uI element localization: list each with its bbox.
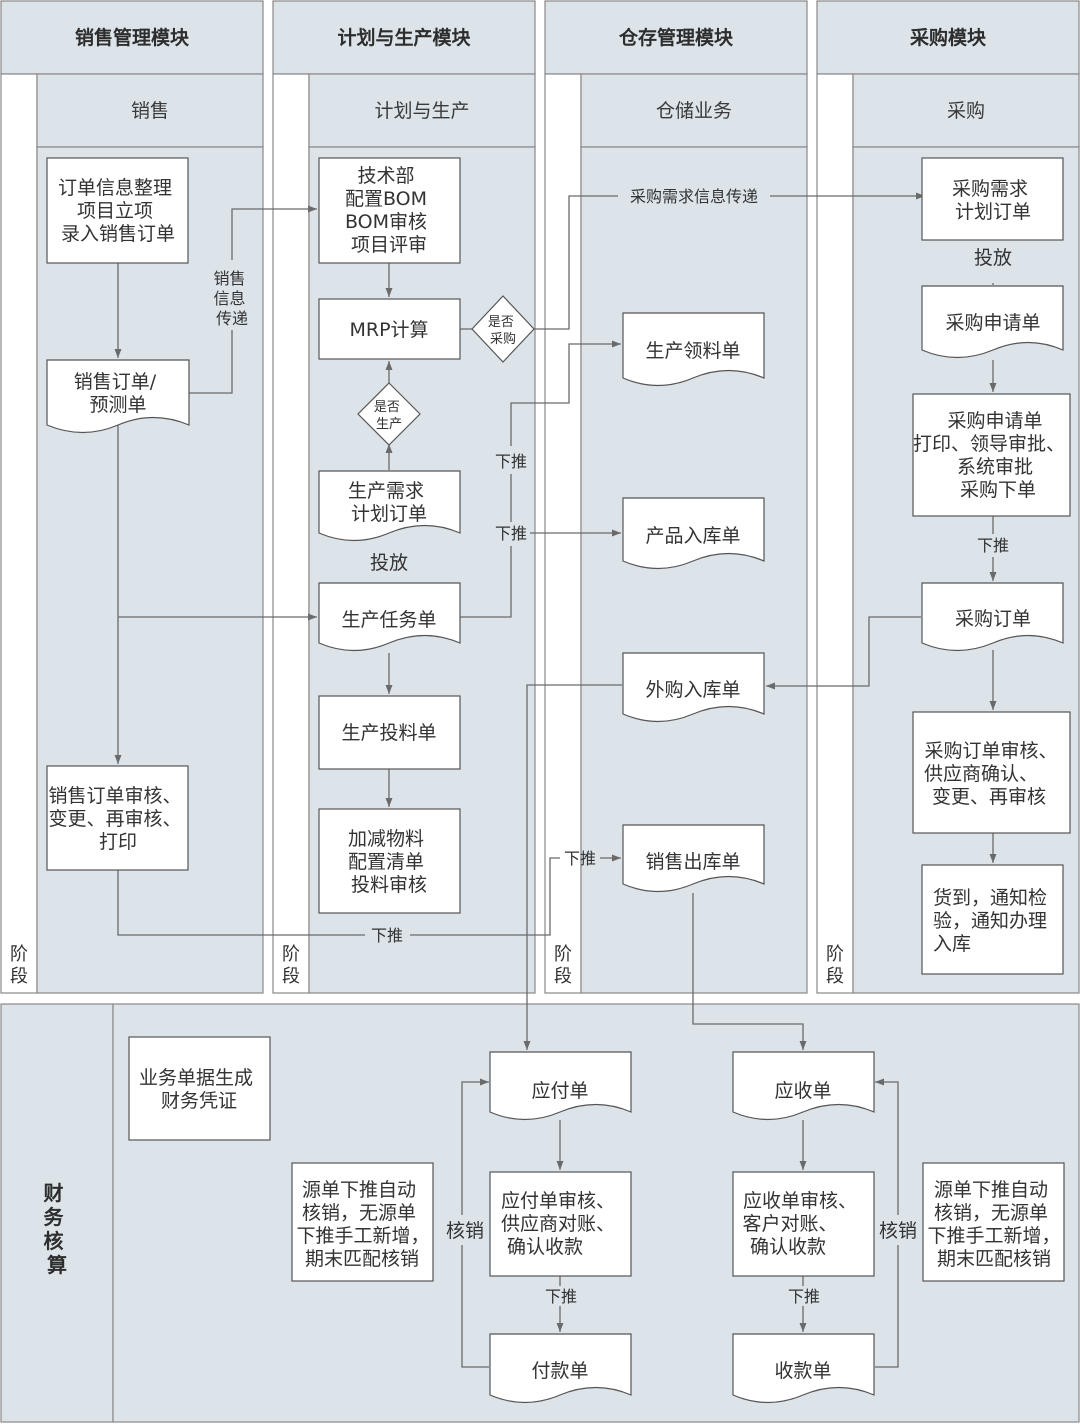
warehouse-module-header: 仓存管理模块 bbox=[618, 26, 734, 49]
svg-text:订单信息整理 项目立项 录入销售订单: 订单信息整理 项目立项 录入销售订单 bbox=[58, 177, 178, 245]
svg-text:生产任务单: 生产任务单 bbox=[341, 609, 436, 631]
node-purchase-demand: 采购需求 计划订单 bbox=[921, 157, 1064, 241]
svg-text:货到，通知检 验，通知办理 入库: 货到，通知检 验，通知办理 入库 bbox=[933, 887, 1053, 955]
release-prod-label: 投放 bbox=[370, 552, 408, 574]
node-payable: 应付单 bbox=[489, 1051, 632, 1121]
svg-text:生产需求 计划订单: 生产需求 计划订单 bbox=[348, 480, 430, 525]
svg-text:付款单: 付款单 bbox=[531, 1360, 588, 1382]
node-prod-task: 生产任务单 bbox=[318, 582, 461, 652]
node-is-produce: 是否 生产 bbox=[357, 382, 421, 446]
label-sales-info-transfer: 销售 信息 传递 bbox=[213, 269, 250, 328]
node-goods-arrival: 货到，通知检 验，通知办理 入库 bbox=[921, 864, 1064, 975]
svg-text:源单下推自动 核销，无源单 下推手工: 源单下推自动 核销，无源单 下推手工新增， 期末匹配核销 bbox=[296, 1179, 435, 1270]
label-purchase-demand-transfer: 采购需求信息传递 bbox=[630, 187, 758, 206]
svg-text:应收单审核、 客户对账、 确认收款: 应收单审核、 客户对账、 确认收款 bbox=[742, 1190, 863, 1258]
node-pur-order: 采购订单 bbox=[921, 582, 1064, 652]
node-order-info: 订单信息整理 项目立项 录入销售订单 bbox=[46, 157, 189, 264]
label-writeoff-receivable: 核销 bbox=[879, 1220, 917, 1242]
sales-sub-header: 销售 bbox=[131, 100, 169, 122]
node-material-adj: 加减物料 配置清单 投料审核 bbox=[318, 808, 461, 914]
svg-text:采购申请单: 采购申请单 bbox=[945, 312, 1040, 334]
svg-text:加减物料 配置清单 投料审核: 加减物料 配置清单 投料审核 bbox=[348, 828, 430, 896]
node-prod-demand: 生产需求 计划订单 bbox=[318, 470, 461, 542]
production-sub-header: 计划与生产 bbox=[374, 100, 469, 122]
label-push-receipt: 下推 bbox=[788, 1287, 820, 1306]
node-note-left: 源单下推自动 核销，无源单 下推手工新增， 期末匹配核销 bbox=[291, 1162, 435, 1282]
svg-text:产品入库单: 产品入库单 bbox=[645, 525, 740, 547]
node-sales-review: 销售订单审核、 变更、再审核、 打印 bbox=[46, 765, 189, 871]
svg-text:应收单: 应收单 bbox=[774, 1080, 831, 1102]
svg-text:源单下推自动 核销，无源单 下推手工: 源单下推自动 核销，无源单 下推手工新增， 期末匹配核销 bbox=[927, 1179, 1066, 1270]
svg-text:是否 生产: 是否 生产 bbox=[374, 400, 404, 432]
svg-text:采购订单: 采购订单 bbox=[955, 608, 1031, 630]
node-sales-out: 销售出库单 bbox=[622, 824, 765, 893]
warehouse-sub-header: 仓储业务 bbox=[656, 100, 732, 122]
label-push-prod-pick: 下推 bbox=[495, 452, 527, 471]
label-push-product-in: 下推 bbox=[495, 524, 527, 543]
svg-text:是否 采购: 是否 采购 bbox=[488, 315, 518, 347]
node-receivable-review: 应收单审核、 客户对账、 确认收款 bbox=[732, 1171, 875, 1277]
svg-text:生产投料单: 生产投料单 bbox=[341, 722, 436, 744]
svg-text:外购入库单: 外购入库单 bbox=[645, 679, 740, 701]
svg-text:采购需求 计划订单: 采购需求 计划订单 bbox=[952, 178, 1034, 223]
node-is-purchase: 是否 采购 bbox=[471, 295, 535, 363]
node-tech-dept: 技术部 配置BOM BOM审核 项目评审 bbox=[318, 157, 461, 264]
svg-text:应付单: 应付单 bbox=[531, 1080, 588, 1102]
node-payment: 付款单 bbox=[489, 1333, 632, 1404]
svg-text:MRP计算: MRP计算 bbox=[349, 319, 428, 341]
finance-label: 财 务 核 算 bbox=[44, 1181, 71, 1277]
purchase-sub-header: 采购 bbox=[947, 100, 985, 122]
connectors bbox=[114, 192, 997, 1368]
svg-text:销售订单/ 预测单: 销售订单/ 预测单 bbox=[74, 371, 162, 416]
svg-text:采购订单审核、 供应商确认、 变更、: 采购订单审核、 供应商确认、 变更、再审核 bbox=[924, 740, 1064, 808]
svg-text:业务单据生成 财务凭证: 业务单据生成 财务凭证 bbox=[139, 1067, 259, 1112]
node-sales-order: 销售订单/ 预测单 bbox=[46, 359, 190, 434]
production-stage-label: 阶段 bbox=[282, 944, 300, 987]
node-pur-request-proc: 采购申请单 打印、领导审批、 系统审批 采购下单 bbox=[912, 393, 1071, 517]
sales-module-header: 销售管理模块 bbox=[75, 26, 190, 49]
svg-text:应付单审核、 供应商对账、 确认收款: 应付单审核、 供应商对账、 确认收款 bbox=[501, 1190, 621, 1258]
node-prod-pick: 生产领料单 bbox=[622, 312, 765, 387]
svg-text:技术部 配置BOM BOM审核: 技术部 配置BOM BOM审核 项目评审 bbox=[345, 165, 433, 256]
node-voucher: 业务单据生成 财务凭证 bbox=[128, 1036, 271, 1141]
svg-text:生产领料单: 生产领料单 bbox=[645, 340, 740, 362]
purchase-module-header: 采购模块 bbox=[910, 26, 987, 49]
node-prod-feed: 生产投料单 bbox=[318, 695, 461, 770]
label-writeoff-payable: 核销 bbox=[446, 1220, 484, 1242]
node-receipt: 收款单 bbox=[732, 1333, 875, 1404]
node-pur-order-review: 采购订单审核、 供应商确认、 变更、再审核 bbox=[912, 711, 1071, 834]
node-payable-review: 应付单审核、 供应商对账、 确认收款 bbox=[489, 1171, 632, 1277]
warehouse-stage-label: 阶段 bbox=[554, 944, 572, 987]
node-purchase-in: 外购入库单 bbox=[622, 652, 765, 723]
release-pur-label: 投放 bbox=[974, 247, 1012, 269]
node-mrp: MRP计算 bbox=[318, 298, 461, 360]
svg-text:销售出库单: 销售出库单 bbox=[645, 851, 740, 873]
label-push-pur-request: 下推 bbox=[977, 536, 1009, 555]
node-receivable: 应收单 bbox=[732, 1051, 875, 1121]
node-pur-request: 采购申请单 bbox=[921, 285, 1064, 359]
svg-text:销售订单审核、 变更、再审核、 打印: 销售订单审核、 变更、再审核、 打印 bbox=[48, 785, 187, 853]
svg-text:采购申请单 打印、领导审批、 系统审: 采购申请单 打印、领导审批、 系统审批 采购下单 bbox=[913, 410, 1071, 501]
sales-stage-label: 阶段 bbox=[10, 944, 28, 987]
label-push-payment: 下推 bbox=[545, 1287, 577, 1306]
svg-text:收款单: 收款单 bbox=[774, 1360, 831, 1382]
production-module-header: 计划与生产模块 bbox=[337, 26, 471, 49]
label-push-sales-review: 下推 bbox=[371, 926, 403, 945]
node-note-right: 源单下推自动 核销，无源单 下推手工新增， 期末匹配核销 bbox=[922, 1162, 1066, 1282]
label-push-sales-out: 下推 bbox=[564, 849, 596, 868]
purchase-stage-label: 阶段 bbox=[826, 944, 844, 987]
node-product-in: 产品入库单 bbox=[622, 497, 765, 570]
